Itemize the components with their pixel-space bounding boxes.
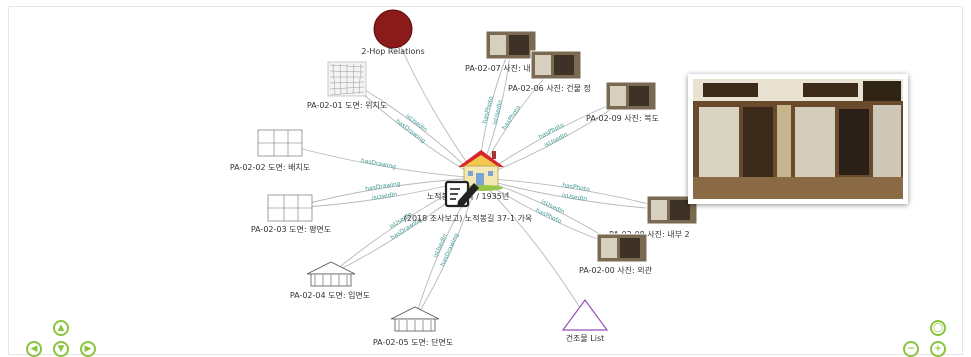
node-label-pa0200: PA-02-00 사진: 외관 bbox=[579, 265, 653, 275]
preview-photo bbox=[693, 79, 903, 199]
photo-preview-popup bbox=[688, 74, 908, 204]
zoom-out-icon: − bbox=[907, 343, 915, 354]
node-label-pa0201: PA-02-01 도면: 위치도 bbox=[307, 100, 387, 110]
graph-node-pa0209[interactable]: PA-02-09 사진: 복도 bbox=[586, 81, 659, 123]
graph-canvas-frame bbox=[8, 6, 963, 355]
graph-node-pa0200[interactable]: PA-02-00 사진: 외관 bbox=[579, 233, 653, 275]
graph-edge bbox=[279, 141, 479, 179]
graph-node-pa0204[interactable]: PA-02-04 도면: 입면도 bbox=[290, 261, 370, 300]
graph-node-hop[interactable]: 2-Hop Relations bbox=[361, 9, 425, 56]
node-label-pa0206: PA-02-06 사진: 건물 정 bbox=[508, 83, 591, 93]
pan-down-button[interactable]: ▼ bbox=[53, 341, 69, 357]
edit-icon[interactable] bbox=[444, 180, 479, 208]
center-node[interactable]: 노적봉 1 가옥 / 1935년 (2018 조사보고) 노적봉길 37-1 가… bbox=[404, 150, 533, 223]
graph-node-pa0206[interactable]: PA-02-06 사진: 건물 정 bbox=[508, 50, 591, 93]
graph-node-pa0201[interactable]: PA-02-01 도면: 위치도 bbox=[307, 61, 387, 110]
graph-node-pa0202[interactable]: PA-02-02 도면: 배치도 bbox=[230, 129, 310, 172]
edge-label: hasPhoto bbox=[501, 104, 523, 131]
node-label-pa0202: PA-02-02 도면: 배치도 bbox=[230, 162, 310, 172]
zoom-in-button[interactable]: + bbox=[930, 341, 946, 357]
arrow-down-icon: ▼ bbox=[57, 343, 65, 354]
node-label-pa0207: PA-02-07 사진: 내 bbox=[465, 63, 531, 73]
graph-node-pa0208[interactable]: PA-02-08 사진: 내부 2 bbox=[609, 195, 698, 239]
graph-node-pa0203[interactable]: PA-02-03 도면: 평면도 bbox=[251, 194, 331, 234]
graph-node-pa0207[interactable]: PA-02-07 사진: 내 bbox=[465, 30, 537, 73]
zoom-fit-icon: ◯ bbox=[932, 322, 944, 333]
zoom-out-button[interactable]: − bbox=[903, 341, 919, 357]
pan-up-button[interactable]: ▲ bbox=[53, 320, 69, 336]
graph-edge bbox=[477, 177, 586, 317]
node-label-hop: 2-Hop Relations bbox=[361, 47, 424, 56]
node-label-pa0205: PA-02-05 도면: 단면도 bbox=[373, 337, 453, 347]
edge-label: hasDrawing bbox=[360, 157, 396, 170]
center-subtitle: (2018 조사보고) 노적봉길 37-1 가옥 bbox=[404, 213, 533, 223]
node-label-list: 건조물 List bbox=[566, 333, 605, 343]
edge-label: isUsedIn bbox=[561, 192, 587, 203]
pan-right-button[interactable]: ▶ bbox=[80, 341, 96, 357]
elevation-drawing-icon[interactable] bbox=[306, 261, 356, 275]
house-icon[interactable] bbox=[458, 150, 504, 191]
node-label-pa0208: PA-02-08 사진: 내부 2 bbox=[609, 229, 690, 239]
node-label-pa0203: PA-02-03 도면: 평면도 bbox=[251, 224, 331, 234]
arrow-left-icon: ◀ bbox=[30, 343, 38, 354]
node-label-pa0204: PA-02-04 도면: 입면도 bbox=[290, 290, 370, 300]
list-triangle-icon[interactable] bbox=[561, 298, 609, 331]
pan-left-button[interactable]: ◀ bbox=[26, 341, 42, 357]
edge-label: isUsedIn bbox=[371, 191, 397, 202]
hop-relations-circle-icon[interactable] bbox=[373, 9, 413, 49]
graph-node-list[interactable]: 건조물 List bbox=[561, 298, 609, 343]
arrow-right-icon: ▶ bbox=[84, 343, 92, 354]
arrow-up-icon: ▲ bbox=[57, 322, 65, 333]
node-label-pa0209: PA-02-09 사진: 복도 bbox=[586, 113, 659, 123]
zoom-in-icon: + bbox=[934, 343, 942, 354]
graph-node-pa0205[interactable]: PA-02-05 도면: 단면도 bbox=[373, 306, 453, 347]
zoom-fit-button[interactable]: ◯ bbox=[930, 320, 946, 336]
edge-label: hasPhoto bbox=[562, 182, 591, 193]
elevation-drawing-icon[interactable] bbox=[390, 306, 440, 320]
